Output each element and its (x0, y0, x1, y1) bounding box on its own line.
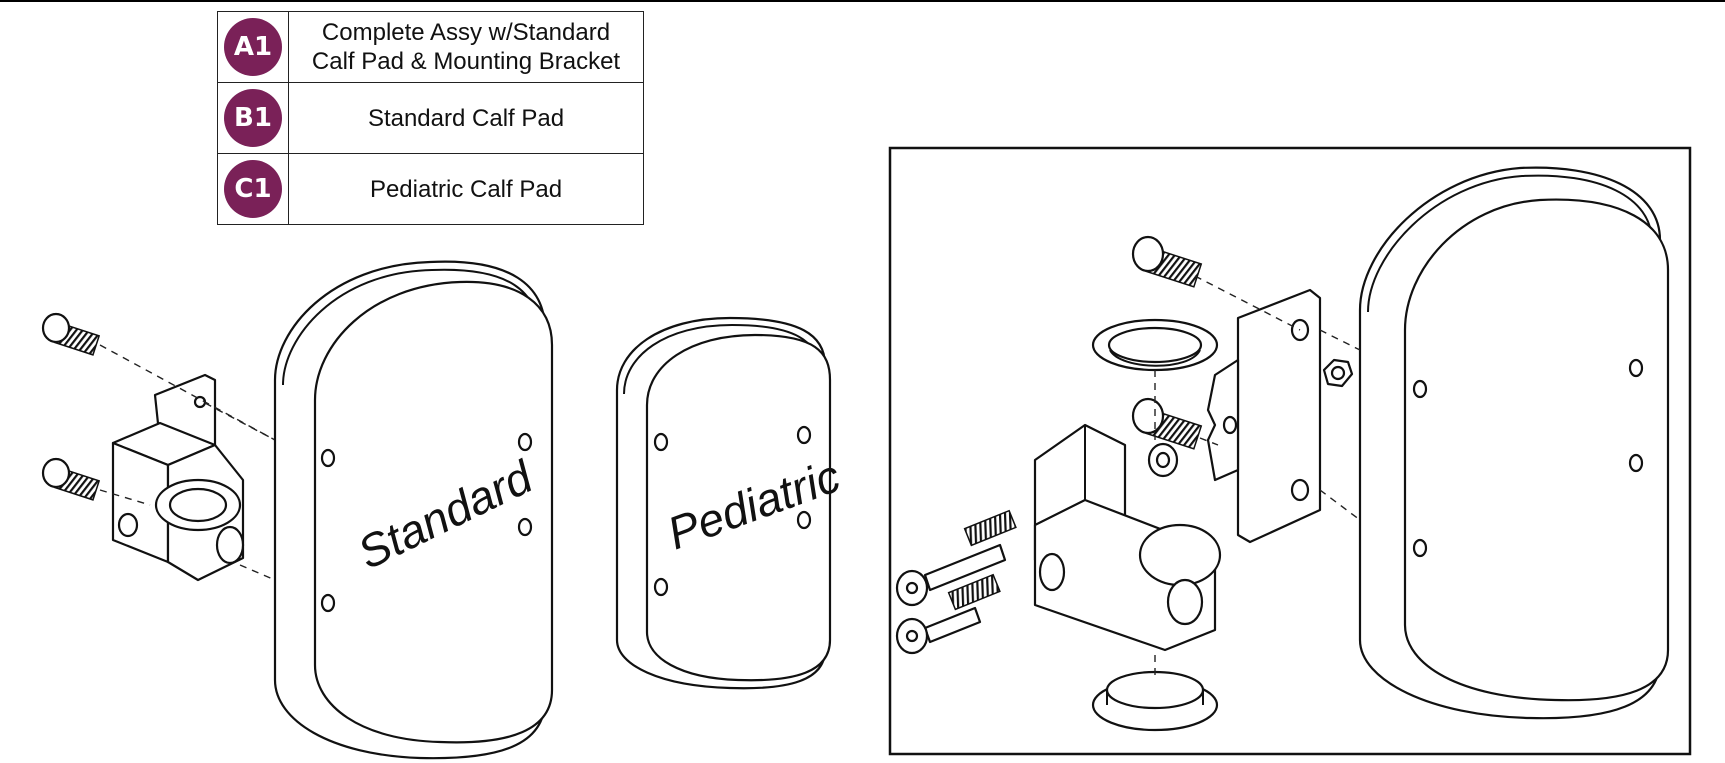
alignment-line (1194, 275, 1301, 331)
inset-clamp-bracket (1033, 423, 1222, 652)
standard-calf-pad: Standard (273, 260, 554, 760)
left-lower-screw (41, 457, 101, 501)
inset-upper-screw (1131, 235, 1203, 288)
part-description: Standard Calf Pad (288, 82, 644, 154)
part-code-badge: C1 (224, 160, 282, 218)
legend-row-a1: A1 Complete Assy w/Standard Calf Pad & M… (217, 11, 644, 83)
inset-lock-nut (1322, 358, 1354, 388)
inset-upper-bushing (1091, 318, 1219, 372)
part-description: Complete Assy w/Standard (321, 19, 611, 46)
legend-row-b1: B1 Standard Calf Pad (217, 82, 644, 154)
part-code-badge: B1 (224, 89, 282, 147)
alignment-line (1319, 489, 1361, 521)
inset-lower-bushing (1091, 670, 1219, 732)
top-rule (0, 0, 1725, 2)
left-upper-screw (41, 312, 101, 356)
inset-calf-pad (1358, 166, 1670, 720)
inset-washer (1147, 442, 1179, 478)
pediatric-calf-pad: Pediatric (615, 316, 847, 690)
alignment-line (239, 564, 276, 581)
inset-long-bolt-lower (895, 573, 1001, 655)
alignment-line (204, 402, 276, 441)
part-description-line2: Calf Pad & Mounting Bracket (311, 48, 621, 75)
part-code-badge: A1 (224, 18, 282, 76)
inset-long-bolt-upper (895, 509, 1017, 607)
alignment-line (99, 489, 151, 506)
legend-row-c1: C1 Pediatric Calf Pad (217, 153, 644, 225)
inset-bracket-plate (1206, 288, 1322, 544)
parts-legend-table: A1 Complete Assy w/Standard Calf Pad & M… (217, 11, 644, 225)
alignment-line (1199, 437, 1219, 446)
left-mounting-bracket (111, 373, 245, 582)
part-description: Pediatric Calf Pad (288, 153, 644, 225)
